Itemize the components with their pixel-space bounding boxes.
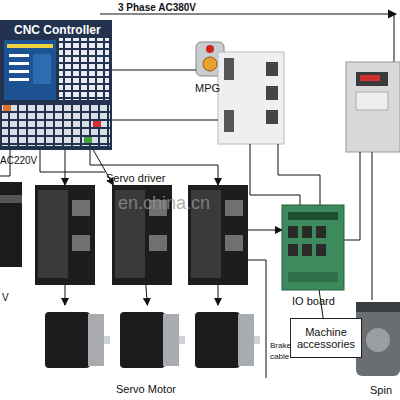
controller-panel	[0, 20, 112, 150]
connector	[146, 285, 148, 305]
node-label: Spin	[370, 384, 392, 396]
controller-node: CNC Controller	[0, 20, 112, 150]
voltage-label: AC220V	[0, 155, 37, 166]
connector	[319, 290, 323, 318]
watermark: en.china.cn	[118, 198, 210, 209]
node-label: IO board	[292, 295, 335, 307]
io-board	[282, 205, 344, 290]
spindle-motor	[356, 302, 400, 376]
cable-label: Brake cable	[270, 340, 300, 362]
voltage-label: V	[2, 292, 9, 303]
spindle-motor-node: Spin	[352, 300, 400, 380]
servo-motor-1	[45, 312, 110, 368]
power-label: 3 Phase AC380V	[118, 2, 196, 13]
io-board-node: IO board	[282, 205, 344, 290]
power-line	[100, 13, 396, 14]
node-label: Machine accessories	[291, 326, 361, 350]
servo-motor-2	[120, 312, 185, 368]
servo-driver-1	[35, 185, 95, 285]
spindle-motor-left	[0, 182, 22, 267]
connector	[93, 150, 113, 185]
mpg-node: MPG	[193, 38, 227, 78]
node-label: Servo driver	[106, 172, 165, 184]
inverter	[346, 62, 400, 152]
node-label: MPG	[195, 82, 220, 94]
interface-board	[218, 52, 284, 144]
servo-motor-node: Servo Motor	[120, 305, 180, 373]
servo-motor-3	[195, 312, 260, 368]
accessories-box: Machine accessories	[290, 318, 362, 358]
node-label: CNC Controller	[14, 24, 101, 36]
power-wire	[394, 14, 395, 62]
node-label: Servo Motor	[116, 383, 176, 395]
